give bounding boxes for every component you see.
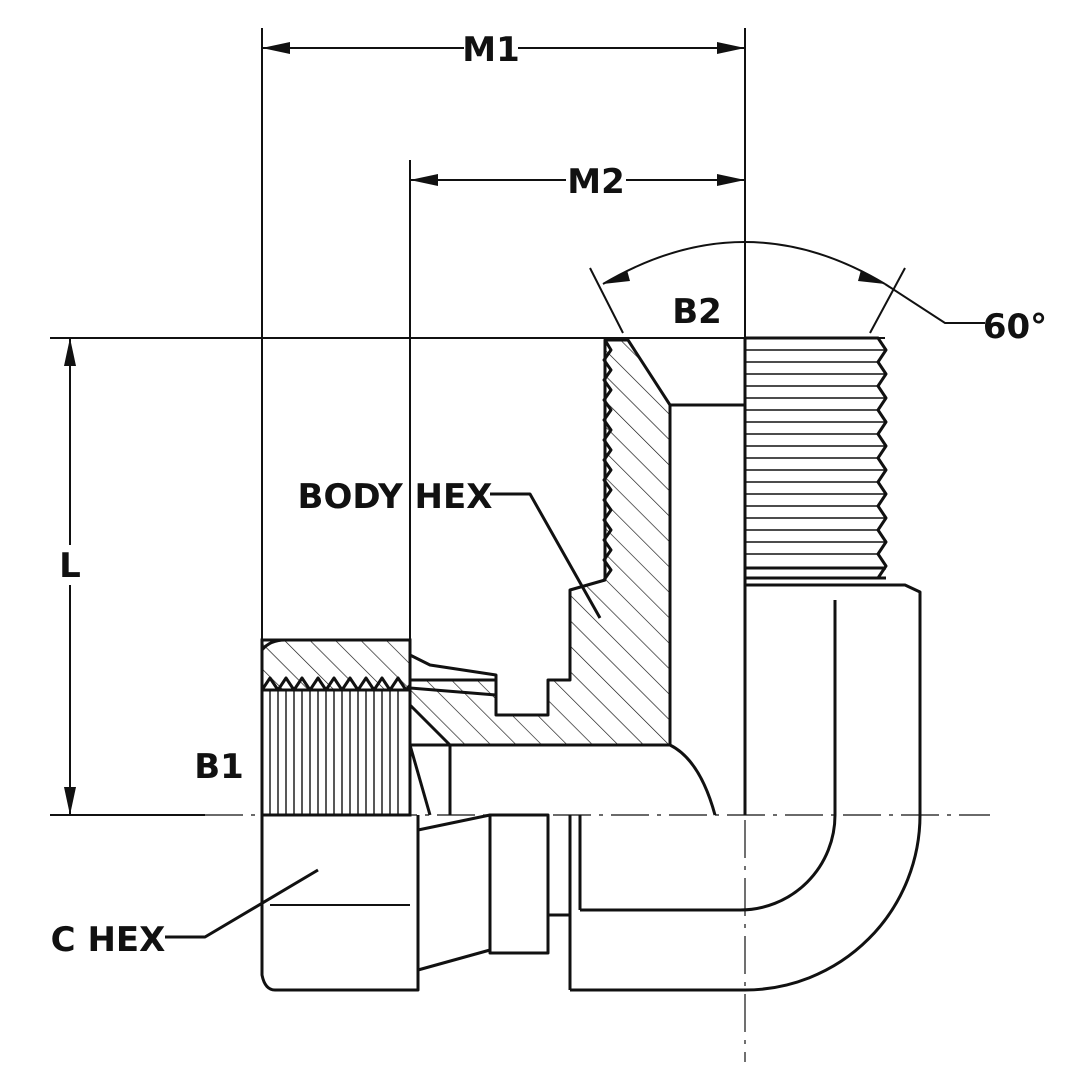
body-hex-outline	[570, 576, 922, 992]
leaders	[165, 492, 602, 939]
lower-external-view	[260, 813, 582, 992]
label-body-hex: BODY HEX	[298, 477, 493, 517]
label-l: L	[59, 546, 81, 586]
label-m2: M2	[567, 162, 625, 202]
label-c-hex: C HEX	[51, 920, 166, 960]
label-b2: B2	[672, 292, 722, 332]
angle-dimension	[589, 241, 985, 334]
label-angle: 60°	[983, 307, 1047, 347]
label-b1: B1	[194, 747, 244, 787]
body-section	[408, 338, 745, 816]
label-m1: M1	[462, 30, 520, 70]
swivel-nut-section	[260, 638, 412, 817]
